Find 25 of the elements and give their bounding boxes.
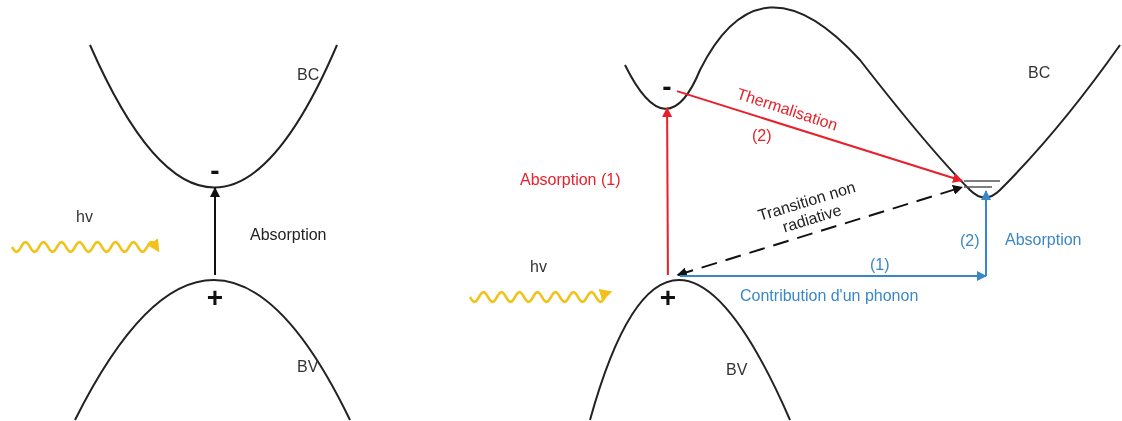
- text-label: hv: [76, 208, 93, 226]
- text-label: BV: [297, 358, 319, 376]
- text-label: BV: [726, 361, 748, 379]
- text-label: hv: [530, 258, 547, 276]
- arrow: [676, 90, 963, 183]
- charge-sign: -: [205, 160, 225, 188]
- arrow: [662, 107, 673, 276]
- arrow: [981, 190, 991, 277]
- edge-label: Transition non radiative: [754, 177, 859, 238]
- dashed-arrow: [676, 185, 963, 278]
- energy-level-lines: [962, 177, 1002, 191]
- edge-label: Absorption: [1005, 231, 1082, 249]
- text-label: (2): [960, 232, 980, 250]
- edge-label: Contribution d'un phonon: [740, 287, 919, 305]
- edge-label: Absorption: [250, 226, 327, 244]
- charge-sign: -: [657, 76, 677, 108]
- text-label: BC: [1028, 64, 1051, 82]
- charge-sign: +: [203, 275, 227, 309]
- text-label: (2): [752, 127, 772, 145]
- text-label: (1): [870, 256, 890, 274]
- charge-sign: +: [656, 275, 680, 309]
- arrow: [679, 271, 987, 281]
- edge-label: Absorption (1): [520, 171, 621, 189]
- text-label: BC: [297, 66, 320, 84]
- arrow: [210, 187, 220, 276]
